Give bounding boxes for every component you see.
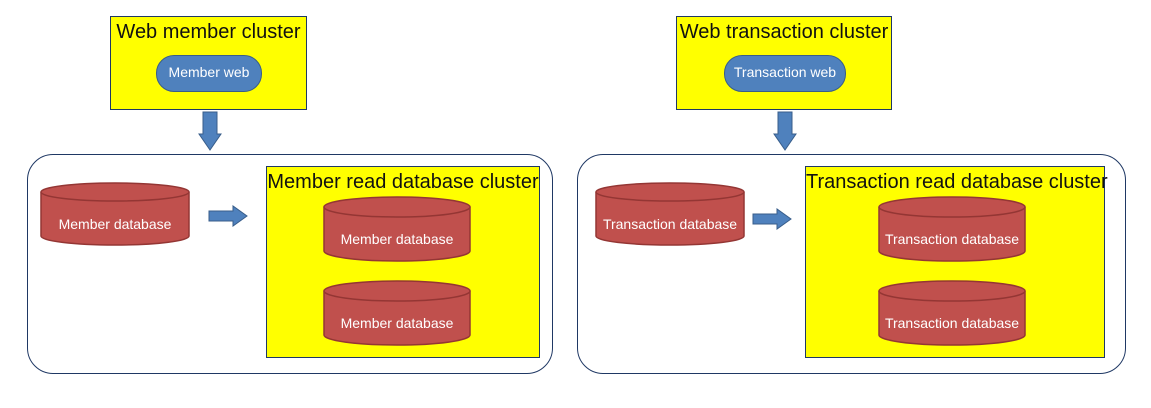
arrow-right-icon <box>752 208 792 230</box>
transaction-read-database-2-label: Transaction database <box>884 315 1020 331</box>
web-member-cluster: Web member cluster Member web <box>110 16 307 110</box>
member-read-database-2-label: Member database <box>340 315 454 331</box>
arrow-down-icon <box>773 111 797 151</box>
transaction-source-database: Transaction database <box>595 182 745 246</box>
transaction-read-database-cluster: Transaction read database cluster Transa… <box>805 166 1108 358</box>
member-web-node: Member web <box>156 55 262 92</box>
database-cylinder-icon <box>40 182 190 246</box>
database-cylinder-icon <box>323 280 471 346</box>
transaction-read-cluster-title: Transaction read database cluster <box>806 171 1108 193</box>
database-cylinder-icon <box>878 196 1026 262</box>
web-transaction-cluster-title: Web transaction cluster <box>679 21 889 43</box>
member-source-database-label: Member database <box>58 216 172 232</box>
member-read-cluster-title: Member read database cluster <box>267 171 539 193</box>
transaction-read-database-2: Transaction database <box>878 280 1026 346</box>
member-read-database-2: Member database <box>323 280 471 346</box>
transaction-read-database-1-label: Transaction database <box>884 231 1020 247</box>
database-cylinder-icon <box>323 196 471 262</box>
member-read-database-1: Member database <box>323 196 471 262</box>
arrow-down-icon <box>198 111 222 151</box>
database-cylinder-icon <box>595 182 745 246</box>
transaction-web-node: Transaction web <box>724 55 846 92</box>
member-read-database-1-label: Member database <box>340 231 454 247</box>
web-member-cluster-title: Web member cluster <box>116 21 301 43</box>
transaction-source-database-label: Transaction database <box>602 216 738 232</box>
transaction-read-database-1: Transaction database <box>878 196 1026 262</box>
member-read-database-cluster: Member read database cluster Member data… <box>266 166 540 358</box>
arrow-right-icon <box>208 205 248 227</box>
database-cylinder-icon <box>878 280 1026 346</box>
web-transaction-cluster: Web transaction cluster Transaction web <box>676 16 892 110</box>
member-source-database: Member database <box>40 182 190 246</box>
